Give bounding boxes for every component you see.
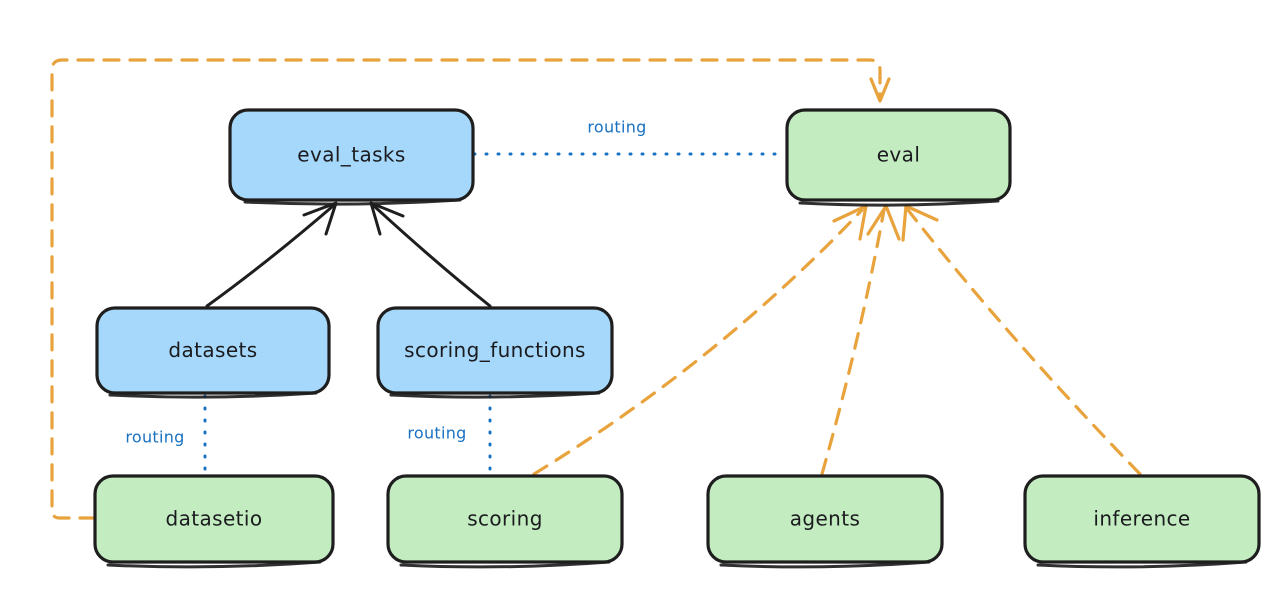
edge-label-routing-eval-tasks: routing <box>587 118 646 137</box>
node-eval-sketch-underline <box>798 199 1000 207</box>
node-agents-shape <box>706 474 944 564</box>
edge-datasets-to-datasetio[interactable]: routing <box>125 394 207 476</box>
node-eval_tasks-label: eval_tasks <box>297 143 405 167</box>
edge-scoring_functions-to-eval_tasks-path <box>372 204 492 308</box>
node-inference[interactable]: inference <box>1023 474 1261 569</box>
edge-eval_tasks-to-eval[interactable]: routing <box>472 118 788 156</box>
edge-datasetio-to-eval-arrowhead <box>869 77 891 103</box>
node-eval_tasks-sketch-underline <box>243 198 462 206</box>
node-eval[interactable]: eval <box>785 108 1012 207</box>
node-datasets-label: datasets <box>168 338 257 362</box>
edge-datasetio-to-eval-path <box>50 58 882 520</box>
edge-datasets-to-eval_tasks-path <box>205 204 335 308</box>
edge-datasetio-to-eval[interactable] <box>50 58 891 520</box>
node-scoring_functions-shape <box>376 306 614 395</box>
edge-label-routing-datasets: routing <box>125 428 184 447</box>
node-agents-sketch-underline <box>719 560 931 569</box>
node-scoring-shape <box>386 474 624 564</box>
edge-scoring_functions-to-scoring[interactable]: routing <box>407 394 492 476</box>
edge-agents-to-eval-path <box>820 208 886 476</box>
node-scoring[interactable]: scoring <box>386 474 624 569</box>
node-scoring-label: scoring <box>467 507 543 531</box>
node-datasetio-label: datasetio <box>165 507 262 531</box>
node-scoring-sketch-underline <box>399 560 611 569</box>
node-eval_tasks[interactable]: eval_tasks <box>228 108 475 206</box>
node-datasetio-shape <box>93 474 335 564</box>
edge-datasets-to-eval_tasks[interactable] <box>205 201 338 308</box>
edge-label-routing-scoring-functions: routing <box>407 424 466 443</box>
node-scoring_functions-label: scoring_functions <box>404 338 586 362</box>
edge-scoring_functions-to-eval_tasks[interactable] <box>369 201 492 308</box>
node-datasetio[interactable]: datasetio <box>93 474 335 569</box>
edge-inference-to-eval-path <box>906 208 1142 476</box>
node-scoring_functions-sketch-underline <box>389 391 601 399</box>
node-scoring_functions[interactable]: scoring_functions <box>376 306 614 399</box>
node-datasets-sketch-underline <box>108 391 318 399</box>
node-eval_tasks-shape <box>228 108 475 202</box>
node-datasets[interactable]: datasets <box>95 306 331 399</box>
node-datasetio-sketch-underline <box>106 560 322 569</box>
node-eval-label: eval <box>877 143 921 167</box>
node-inference-label: inference <box>1093 507 1190 531</box>
edge-agents-to-eval[interactable] <box>820 204 901 476</box>
node-agents-label: agents <box>790 507 861 531</box>
node-layer: eval_tasks eval datasets scoring_functio… <box>93 108 1261 569</box>
node-eval-shape <box>785 108 1012 202</box>
node-inference-sketch-underline <box>1036 560 1248 569</box>
edge-scoring-to-eval-path <box>532 208 864 476</box>
edge-inference-to-eval[interactable] <box>901 204 1142 476</box>
node-inference-shape <box>1023 474 1261 564</box>
node-datasets-shape <box>95 306 331 395</box>
node-agents[interactable]: agents <box>706 474 944 569</box>
edge-agents-to-eval-arrowhead <box>866 204 901 241</box>
